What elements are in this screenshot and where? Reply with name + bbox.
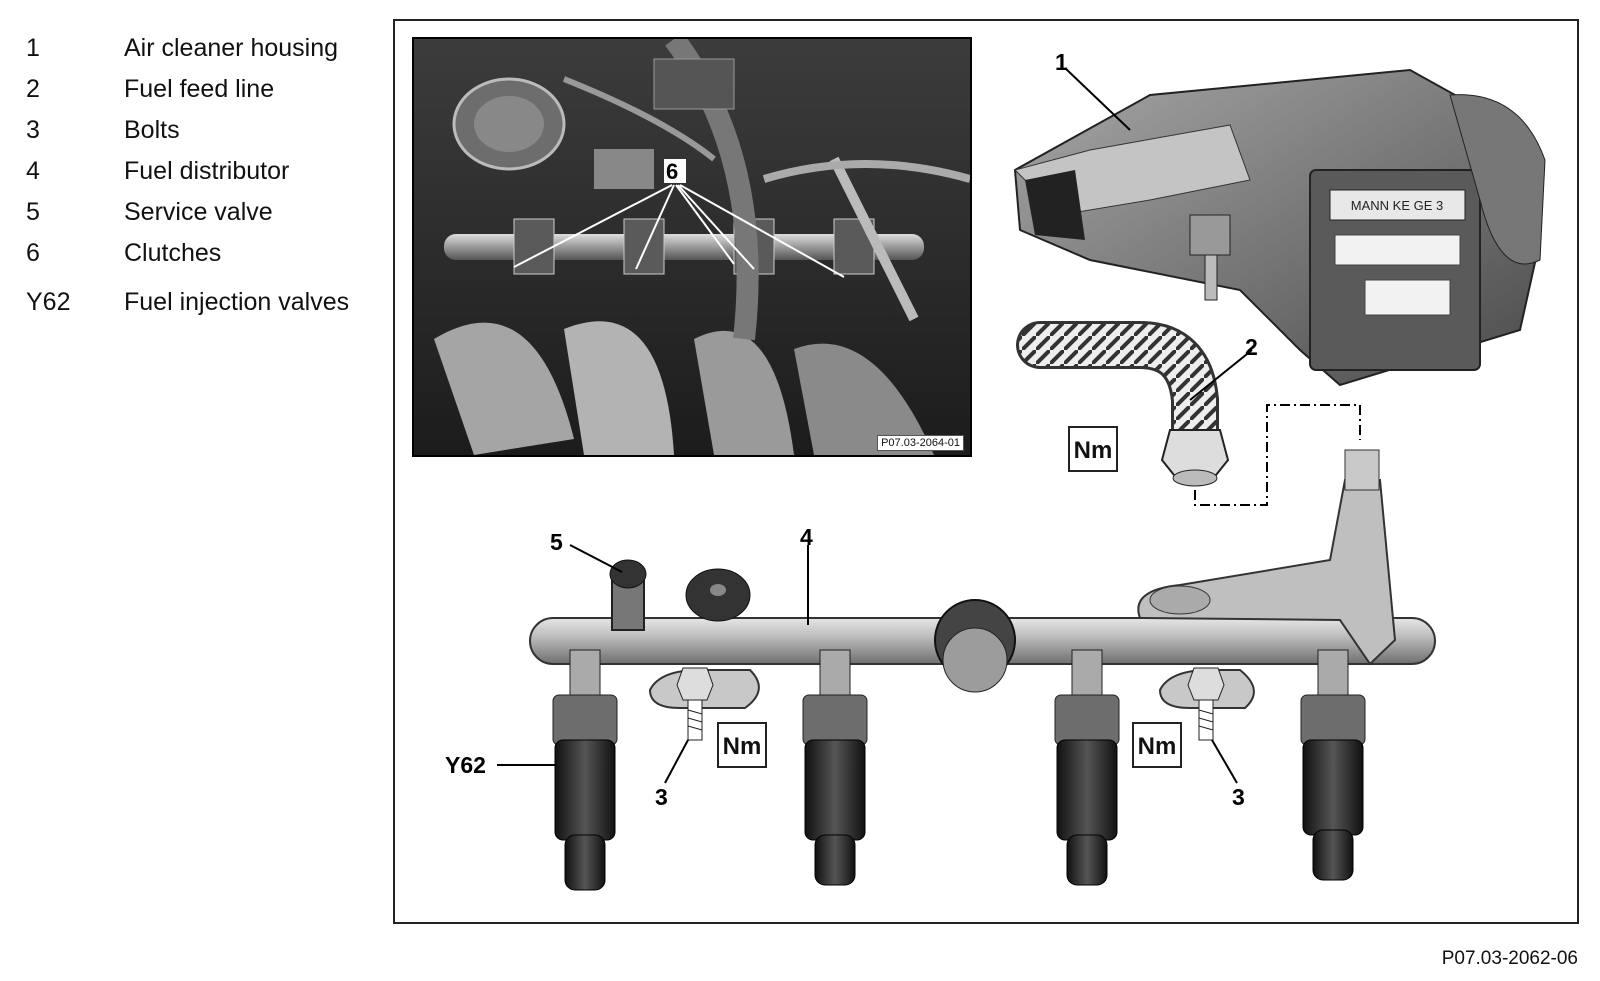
torque-badge: Nm: [1068, 426, 1118, 472]
legend-number: Y62: [26, 288, 71, 316]
legend-number: 3: [26, 116, 40, 144]
legend-label: Fuel injection valves: [124, 288, 350, 316]
legend-item: 4 Fuel distributor: [26, 153, 386, 194]
legend: 1 Air cleaner housing 2 Fuel feed line 3…: [26, 30, 386, 324]
callout-bolts-left: 3: [655, 784, 668, 810]
torque-badge: Nm: [1132, 722, 1182, 768]
photo-code: P07.03-2064-01: [877, 435, 964, 451]
legend-number: 4: [26, 157, 40, 185]
legend-number: 1: [26, 34, 40, 62]
injector-2: [802, 649, 868, 886]
callout-air-cleaner: 1: [1055, 49, 1068, 75]
legend-number: 2: [26, 75, 40, 103]
fuel-distributor: [529, 449, 1436, 693]
injector-4: [1300, 649, 1366, 881]
callout-feed-line: 2: [1245, 334, 1258, 360]
legend-item: 5 Service valve: [26, 194, 386, 235]
torque-badge: Nm: [717, 722, 767, 768]
injector-1: [552, 649, 618, 891]
engine-photo-art: 6: [414, 39, 970, 455]
injector-3: [1054, 649, 1120, 886]
legend-label: Bolts: [124, 116, 180, 144]
legend-item: Y62 Fuel injection valves: [26, 276, 386, 324]
rubber-cap: [685, 568, 751, 622]
service-valve: [609, 559, 647, 631]
legend-item: 3 Bolts: [26, 112, 386, 153]
callout-service-valve: 5: [550, 529, 563, 555]
housing-label: MANN KE GE 3: [1351, 198, 1443, 213]
figure-code: P07.03-2062-06: [1441, 948, 1578, 969]
legend-item: 6 Clutches: [26, 235, 386, 276]
callout-injectors: Y62: [445, 752, 486, 778]
photo-callout: 6: [666, 159, 678, 184]
callout-distributor: 4: [800, 524, 813, 550]
legend-label: Fuel distributor: [124, 157, 290, 185]
legend-label: Service valve: [124, 198, 273, 226]
legend-label: Fuel feed line: [124, 75, 275, 103]
legend-item: 1 Air cleaner housing: [26, 30, 386, 71]
legend-label: Clutches: [124, 239, 222, 267]
legend-number: 5: [26, 198, 40, 226]
legend-item: 2 Fuel feed line: [26, 71, 386, 112]
bolt-right: [1158, 667, 1255, 741]
legend-label: Air cleaner housing: [124, 34, 339, 62]
engine-photo: 6 P07.03-2064-01: [412, 37, 972, 457]
legend-number: 6: [26, 239, 40, 267]
air-cleaner-housing: MANN KE GE 3: [1013, 68, 1546, 387]
illustration-frame: [393, 19, 1579, 924]
bolt-left: [648, 667, 760, 741]
callout-bolts-right: 3: [1232, 784, 1245, 810]
